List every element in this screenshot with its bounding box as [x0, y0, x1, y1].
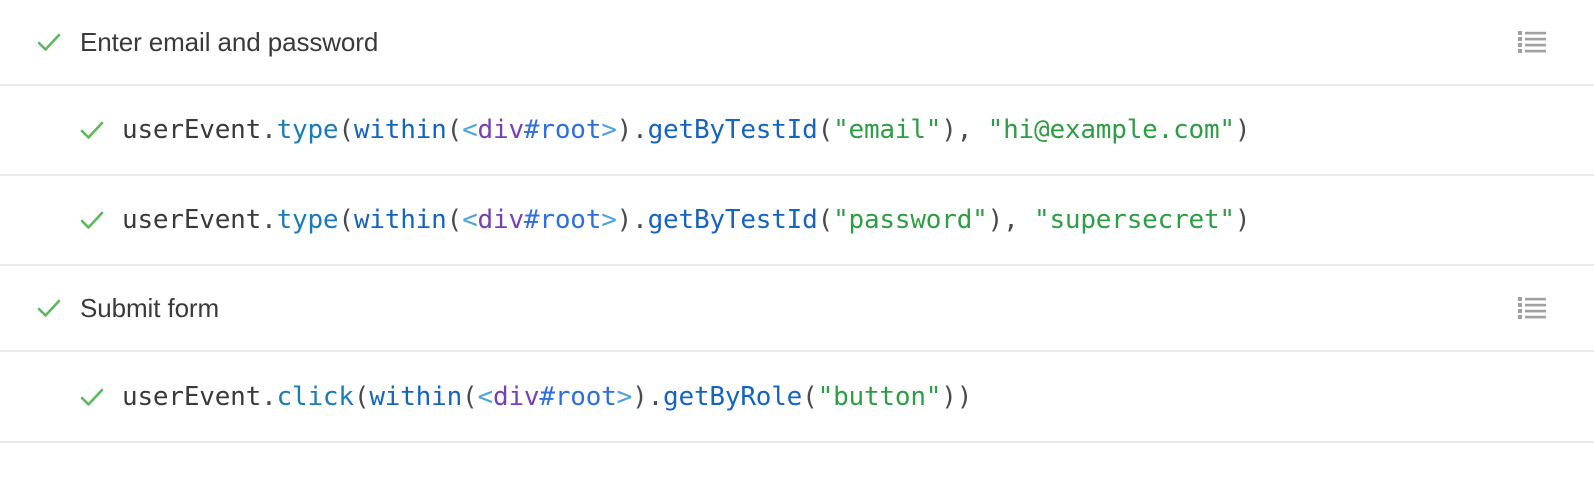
code-token: )	[616, 115, 633, 145]
code-token: getByTestId	[647, 115, 818, 145]
code-token: within	[353, 115, 447, 145]
code-token: #root	[523, 115, 602, 145]
code-token: )	[616, 205, 633, 235]
test-step-row[interactable]: userEvent.click(within(<div#root>).getBy…	[0, 352, 1594, 443]
test-suite-row[interactable]: Submit form	[0, 266, 1594, 352]
code-token: (	[802, 381, 818, 412]
list-log-icon-button[interactable]	[1518, 278, 1594, 338]
code-token: #root	[539, 381, 617, 412]
code-token: ))	[941, 381, 973, 412]
code-token: (	[353, 381, 370, 412]
code-token: div	[492, 381, 540, 412]
check-icon	[78, 206, 106, 234]
code-token: ),	[987, 205, 1034, 235]
code-token: type	[276, 205, 339, 235]
code-token: >	[601, 115, 617, 145]
code-token: (	[462, 381, 478, 412]
code-token: (	[446, 115, 463, 145]
code-token: div	[477, 205, 525, 235]
test-step-row[interactable]: userEvent.type(within(<div#root>).getByT…	[0, 86, 1594, 176]
code-token: <	[462, 205, 478, 235]
step-code: userEvent.click(within(<div#root>).getBy…	[122, 382, 972, 412]
list-log-icon	[1518, 296, 1546, 320]
code-token: )	[632, 381, 648, 412]
code-token: )	[1234, 115, 1251, 145]
code-token: "password"	[833, 205, 988, 235]
step-code: userEvent.type(within(<div#root>).getByT…	[122, 205, 1251, 235]
check-icon	[78, 383, 106, 411]
code-token: (	[817, 115, 834, 145]
check-icon	[35, 28, 63, 56]
list-log-icon	[1518, 30, 1546, 54]
code-token: getByTestId	[647, 205, 818, 235]
code-token: click	[276, 381, 354, 412]
step-code: userEvent.type(within(<div#root>).getByT…	[122, 115, 1251, 145]
code-token: "supersecret"	[1033, 205, 1235, 235]
suite-label: Enter email and password	[80, 26, 379, 57]
code-token: (	[446, 205, 463, 235]
code-token: getByRole	[663, 381, 803, 412]
list-log-icon-button[interactable]	[1518, 12, 1594, 72]
code-token: .	[632, 115, 648, 145]
code-token: "hi@example.com"	[987, 115, 1235, 145]
code-token: (	[338, 115, 354, 145]
test-step-row[interactable]: userEvent.type(within(<div#root>).getByT…	[0, 176, 1594, 266]
code-token: <	[477, 381, 494, 412]
code-token: .	[261, 381, 277, 412]
code-token: within	[353, 205, 447, 235]
code-token: .	[261, 115, 277, 145]
code-token: userEvent	[122, 115, 262, 145]
code-token: )	[1234, 205, 1251, 235]
code-token: userEvent	[122, 381, 262, 412]
code-token: (	[338, 205, 354, 235]
test-suite-row[interactable]: Enter email and password	[0, 0, 1594, 86]
code-token: >	[601, 205, 617, 235]
code-token: >	[616, 381, 633, 412]
code-token: div	[477, 115, 525, 145]
code-token: within	[369, 381, 463, 412]
code-token: .	[632, 205, 648, 235]
code-token: .	[647, 381, 664, 412]
code-token: type	[276, 115, 339, 145]
check-icon	[78, 116, 106, 144]
code-token: "email"	[833, 115, 942, 145]
suite-label: Submit form	[80, 292, 220, 323]
code-token: userEvent	[122, 205, 262, 235]
code-token: #root	[523, 205, 602, 235]
code-token: (	[817, 205, 834, 235]
code-token: "button"	[817, 381, 942, 412]
code-token: .	[261, 205, 277, 235]
check-icon	[35, 294, 63, 322]
code-token: ),	[941, 115, 988, 145]
code-token: <	[462, 115, 478, 145]
